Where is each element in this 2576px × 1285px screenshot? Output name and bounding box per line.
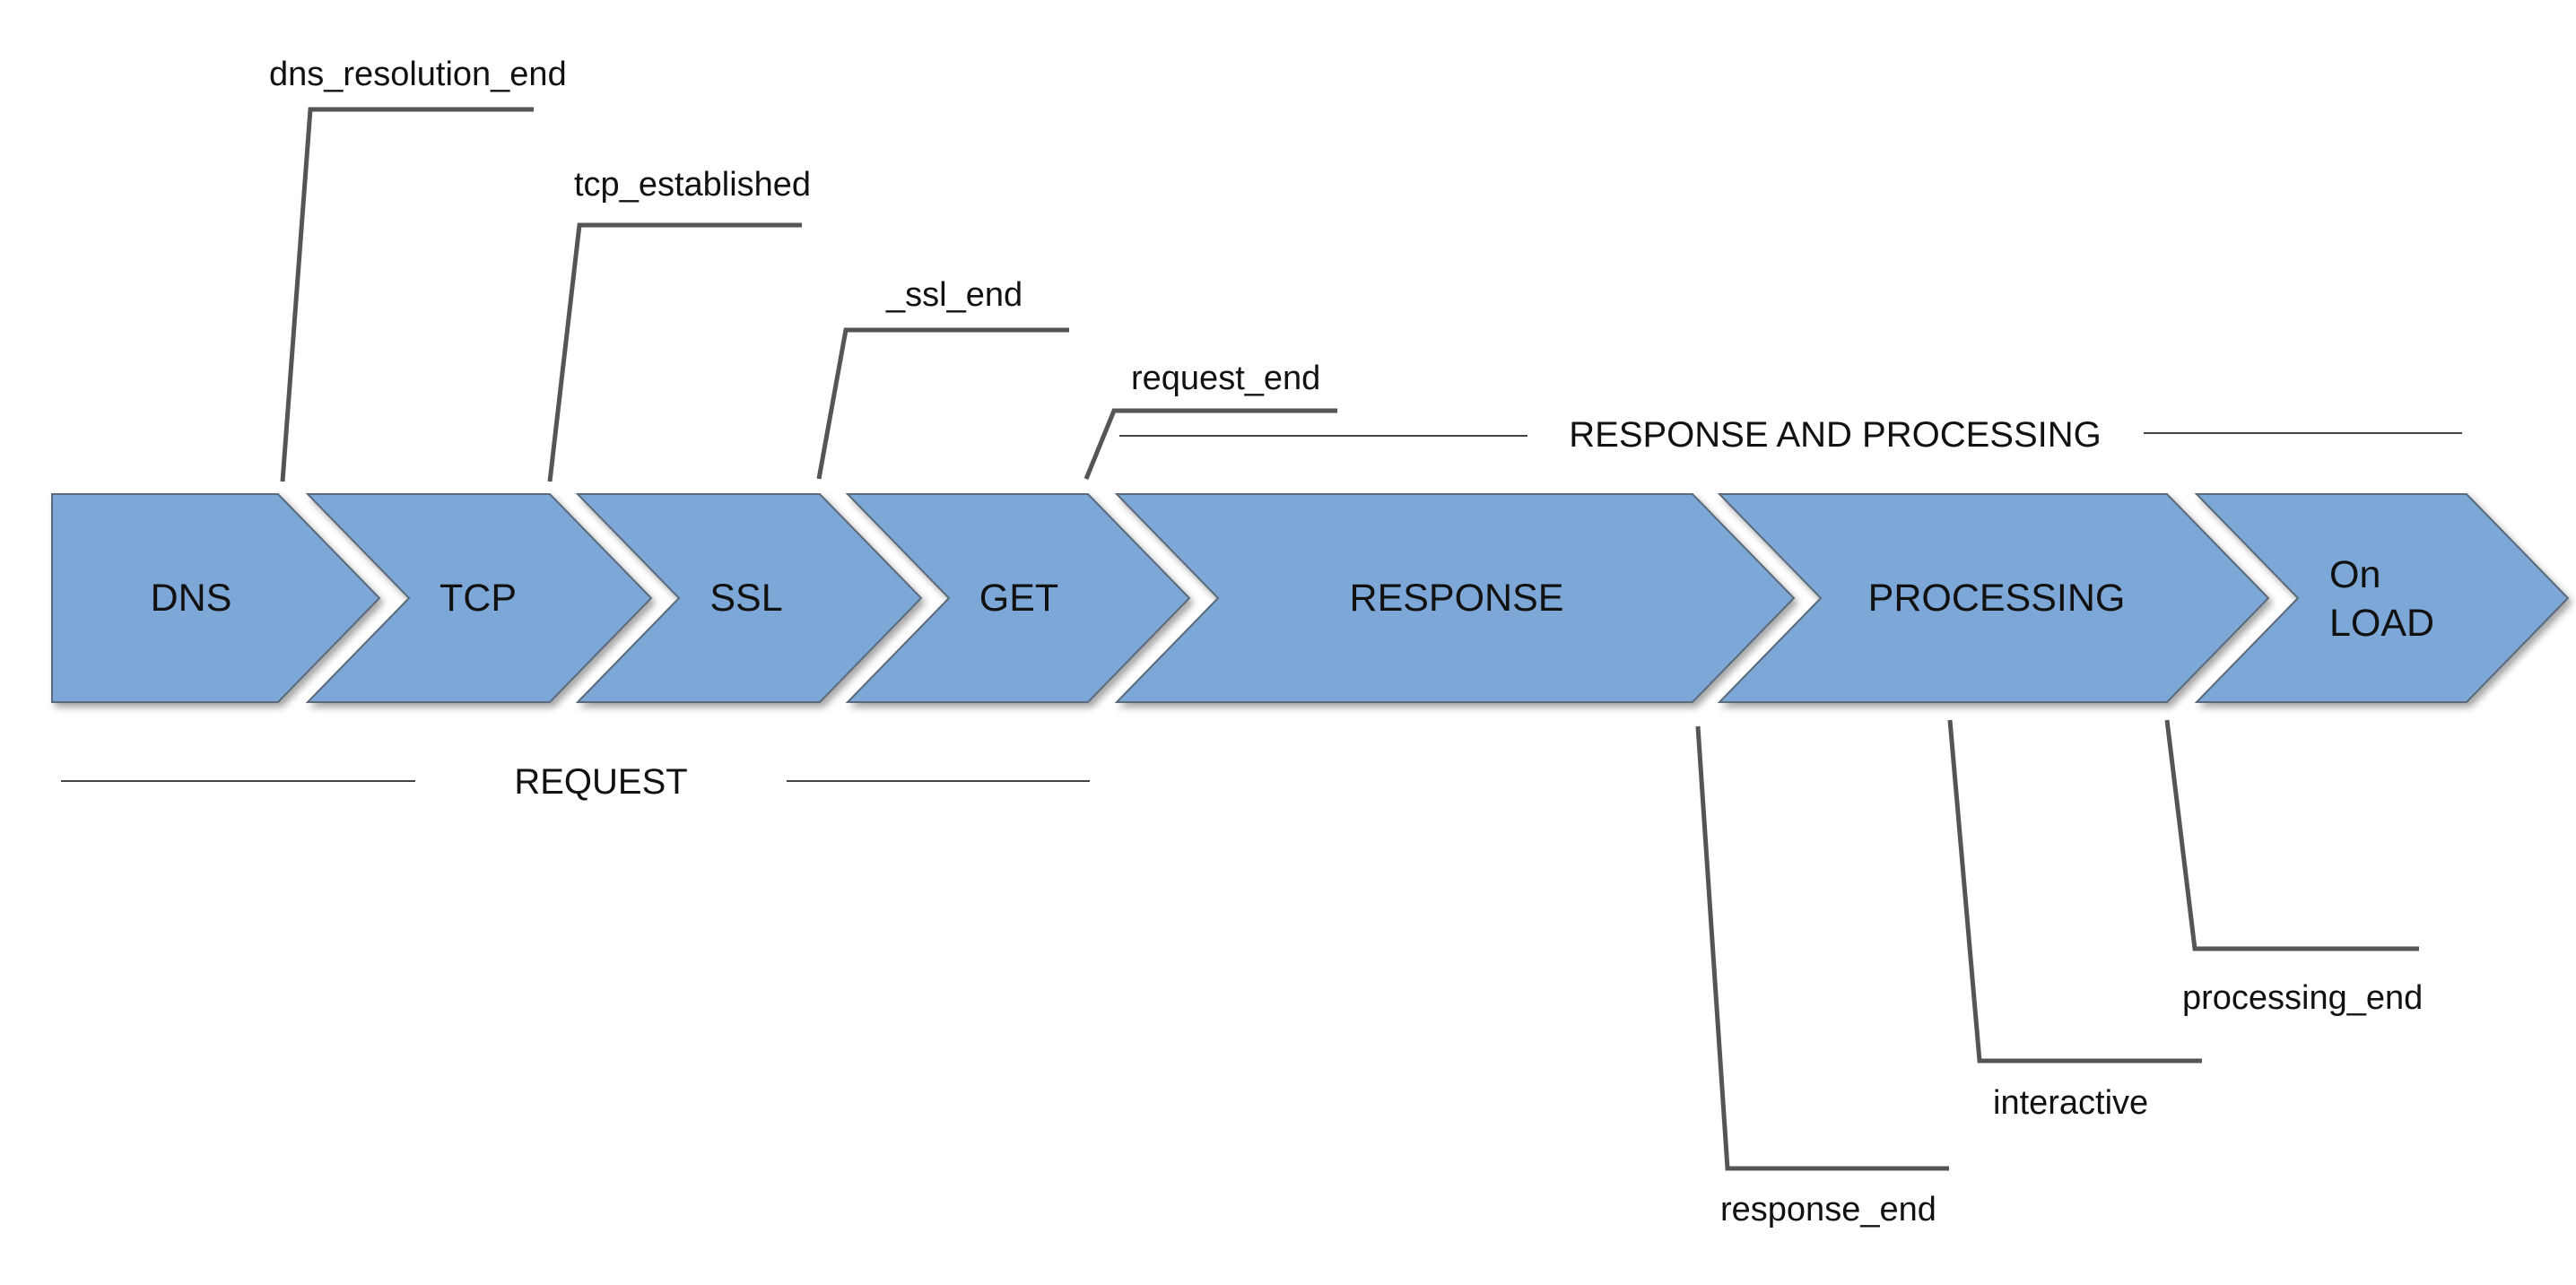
dns-resolution-end-label: dns_resolution_end bbox=[269, 56, 567, 93]
response-processing-section-label: RESPONSE AND PROCESSING bbox=[1569, 415, 2102, 455]
processing-end-label: processing_end bbox=[2182, 979, 2424, 1017]
step-dns-label: DNS bbox=[150, 577, 232, 620]
step-tcp-shape bbox=[305, 493, 653, 703]
step-response-label: RESPONSE bbox=[1349, 577, 1564, 620]
processing-end-callout bbox=[2164, 719, 2419, 951]
response-end-label: response_end bbox=[1720, 1191, 1936, 1229]
ssl-end-callout bbox=[816, 327, 1069, 480]
step-response-shape bbox=[1114, 493, 1796, 703]
ssl-end-label: _ssl_end bbox=[886, 276, 1023, 314]
step-tcp-label: TCP bbox=[439, 577, 517, 620]
step-get-shape bbox=[845, 493, 1191, 703]
step-dns-shape bbox=[51, 493, 381, 703]
request-section-label: REQUEST bbox=[514, 762, 688, 802]
step-onload-label-line2: LOAD bbox=[2329, 602, 2435, 645]
step-onload-label-line1: On bbox=[2329, 553, 2381, 596]
response-end-callout bbox=[1695, 725, 1949, 1171]
step-processing-label: PROCESSING bbox=[1867, 577, 2126, 620]
request-end-callout bbox=[1083, 408, 1337, 480]
interactive-callout bbox=[1947, 719, 2202, 1064]
dns-resolution-end-callout bbox=[280, 107, 534, 482]
step-ssl-shape bbox=[575, 493, 923, 703]
tcp-established-label: tcp_established bbox=[574, 166, 812, 204]
interactive-label: interactive bbox=[1993, 1084, 2149, 1122]
tcp-established-callout bbox=[547, 222, 802, 482]
step-processing-shape bbox=[1717, 493, 2270, 703]
step-onload-shape bbox=[2194, 493, 2570, 703]
step-ssl-label: SSL bbox=[709, 577, 783, 620]
step-get-label: GET bbox=[979, 577, 1059, 620]
request-end-label: request_end bbox=[1131, 360, 1321, 397]
